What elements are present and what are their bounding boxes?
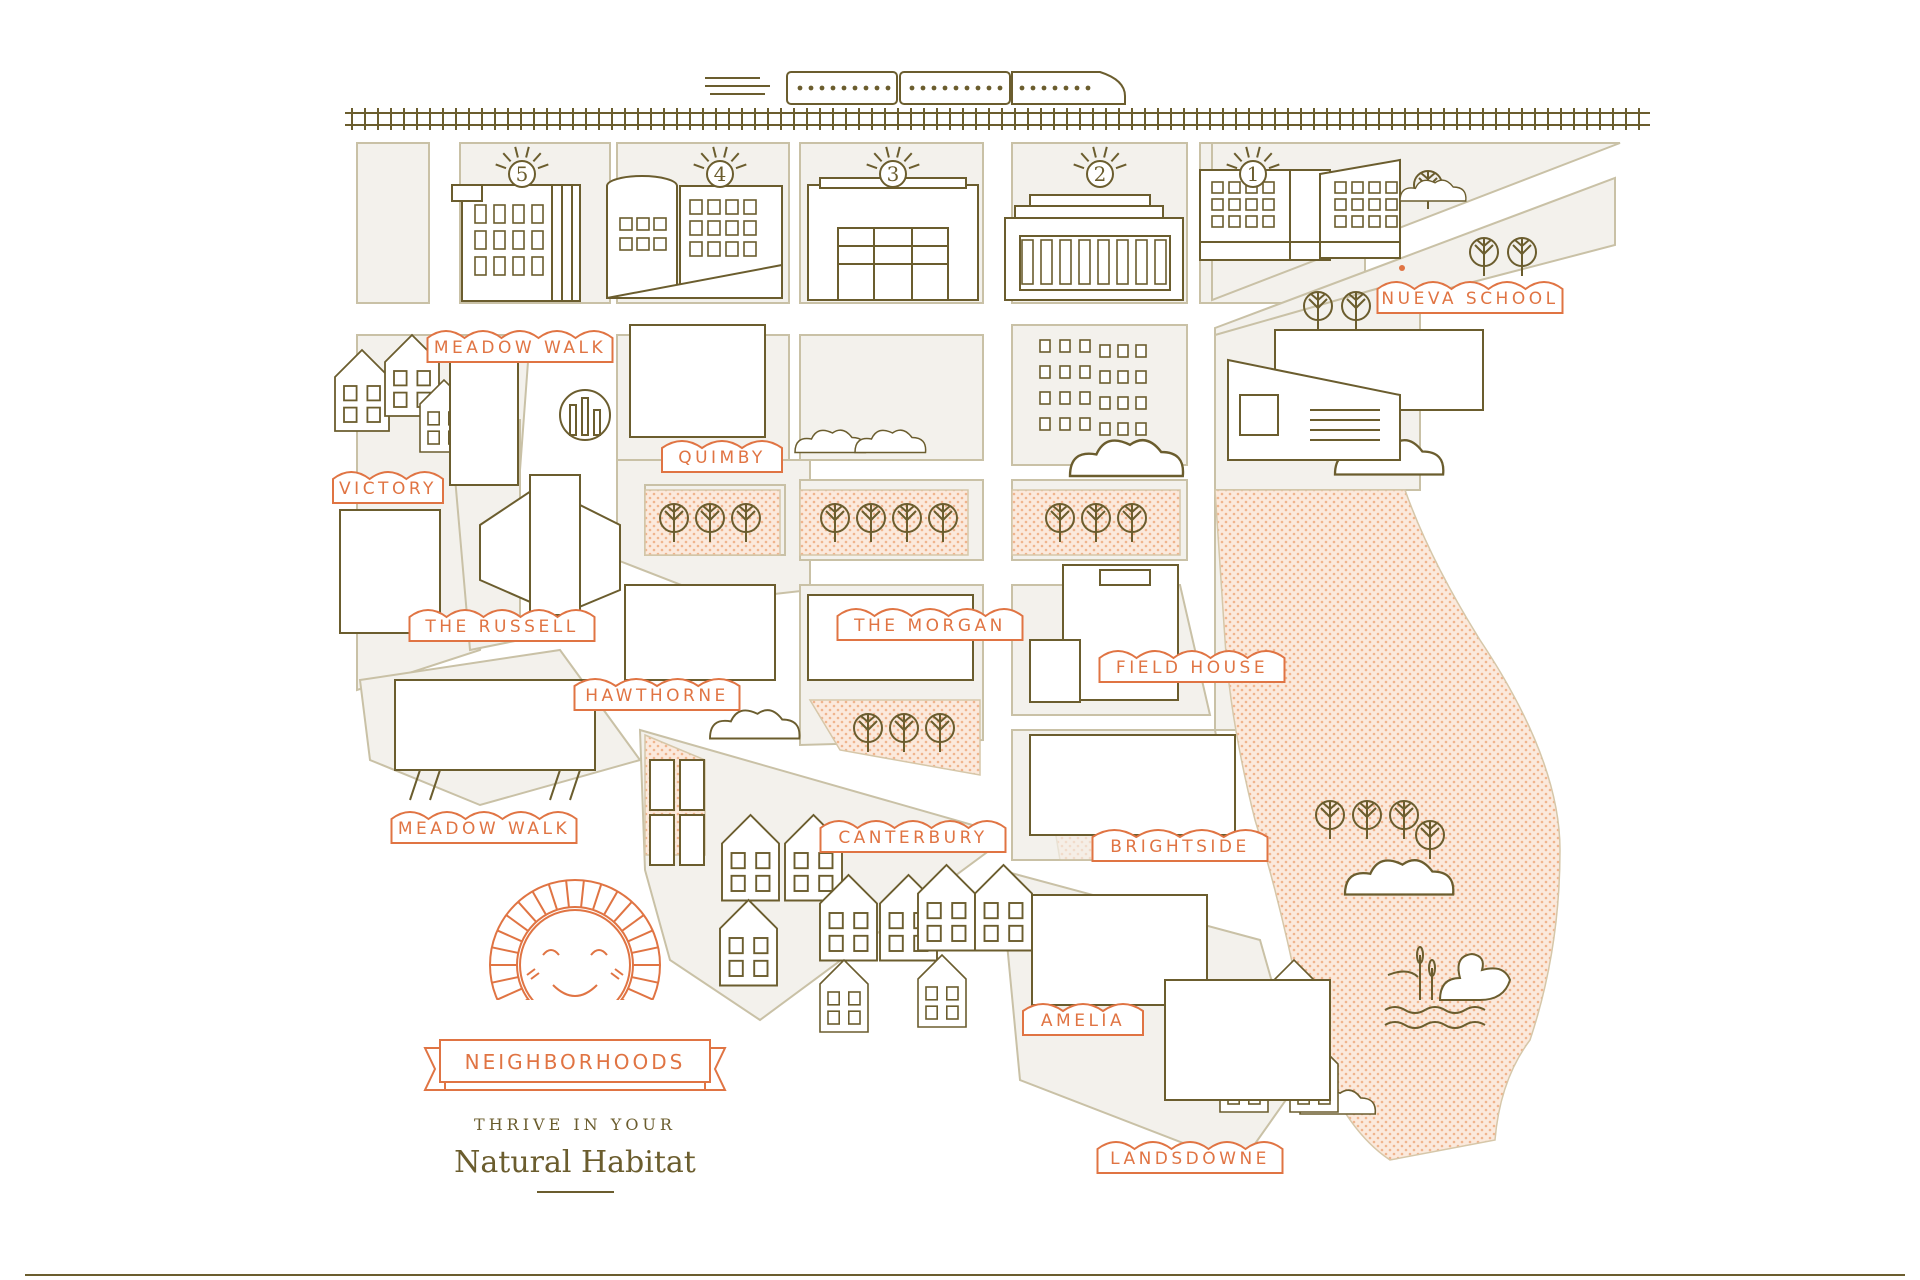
sun-number-badge-5: 1: [1226, 146, 1280, 188]
numbered-sun-markers: 5 4 3 2 1: [495, 146, 1280, 188]
label-text: HAWTHORNE: [585, 686, 729, 706]
pond-duck-icon: [1384, 946, 1512, 1029]
label-field-house[interactable]: FIELD HOUSE: [1098, 650, 1286, 683]
building-number-5: 1: [1247, 162, 1260, 186]
railway-track: [345, 108, 1650, 130]
label-text: BRIGHTSIDE: [1110, 837, 1249, 857]
misc-buildings: [339, 324, 1484, 1101]
label-text: NUEVA SCHOOL: [1381, 289, 1558, 309]
label-text: AMELIA: [1041, 1011, 1125, 1031]
tagline: THRIVE IN YOUR: [474, 1115, 676, 1134]
building-number-3: 3: [887, 162, 900, 186]
label-meadow-walk-south[interactable]: MEADOW WALK: [390, 811, 578, 844]
label-text: MEADOW WALK: [434, 338, 606, 358]
label-text: FIELD HOUSE: [1116, 658, 1268, 678]
label-the-russell[interactable]: THE RUSSELL: [408, 609, 596, 642]
label-meadow-walk-north[interactable]: MEADOW WALK: [426, 330, 614, 363]
label-amelia[interactable]: AMELIA: [1022, 1003, 1144, 1036]
subtitle: Natural Habitat: [454, 1145, 696, 1180]
label-text: QUIMBY: [678, 448, 766, 468]
label-quimby[interactable]: QUIMBY: [661, 440, 783, 473]
sun-number-badge-4: 2: [1073, 146, 1127, 188]
label-brightside[interactable]: BRIGHTSIDE: [1091, 829, 1269, 862]
neighborhoods-banner: NEIGHBORHOODS: [423, 1039, 727, 1091]
label-text: LANDSDOWNE: [1110, 1149, 1270, 1169]
sun-number-badge-3: 3: [866, 146, 920, 188]
train-icon: [705, 71, 1126, 105]
building-number-2: 4: [714, 162, 727, 186]
label-canterbury[interactable]: CANTERBURY: [819, 820, 1007, 853]
building-number-1: 5: [516, 162, 529, 186]
label-victory[interactable]: VICTORY: [332, 471, 444, 504]
label-text: THE RUSSELL: [424, 617, 578, 637]
building-number-4: 2: [1094, 162, 1107, 186]
label-landsdowne[interactable]: LANDSDOWNE: [1096, 1141, 1284, 1174]
label-text: THE MORGAN: [853, 616, 1006, 636]
branding: NEIGHBORHOODS THRIVE IN YOUR Natural Hab…: [423, 879, 727, 1193]
bush-icon: [709, 709, 801, 740]
sun-number-badge-1: 5: [495, 146, 549, 188]
label-hawthorne[interactable]: HAWTHORNE: [573, 678, 741, 711]
label-the-morgan[interactable]: THE MORGAN: [836, 608, 1024, 641]
label-text: MEADOW WALK: [398, 819, 570, 839]
house-icon: [917, 954, 967, 1028]
label-text: VICTORY: [339, 479, 437, 499]
banner-title: NEIGHBORHOODS: [465, 1050, 686, 1074]
smiling-sun-icon: [489, 879, 661, 1051]
sun-number-badge-2: 4: [693, 146, 747, 188]
label-text: CANTERBURY: [838, 828, 987, 848]
neighborhood-labels: MEADOW WALK VICTORY QUIMBY NUEVA SCHOOL THE …: [332, 265, 1564, 1174]
label-nueva-school[interactable]: NUEVA SCHOOL: [1376, 281, 1564, 314]
